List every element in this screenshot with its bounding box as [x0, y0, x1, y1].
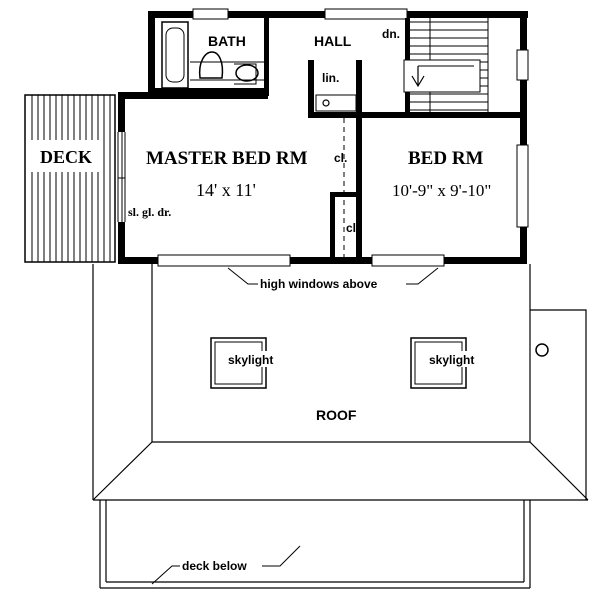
vent-circle-icon: [535, 343, 549, 357]
bedroom-top-wall: [362, 112, 522, 118]
master-bedroom-label: MASTER BED RM: [146, 148, 308, 169]
deck-below-outline: [99, 500, 531, 589]
stair-down-label: dn.: [382, 27, 400, 41]
stairs: [403, 18, 489, 114]
master-closet: [330, 118, 362, 258]
bath-label: BATH: [208, 33, 246, 49]
top-windows: [192, 8, 408, 20]
deck-area: [24, 94, 116, 263]
linen-closet: [308, 60, 362, 258]
bed-closet-label: cl.: [346, 221, 359, 235]
bedroom-label: BED RM: [408, 148, 484, 169]
high-windows-leaders: [227, 267, 439, 285]
sliding-glass-door: [117, 132, 126, 222]
deck-below-note: deck below: [182, 559, 247, 573]
bedroom-size: 10'-9" x 9'-10": [392, 181, 491, 200]
master-bedroom-size: 14' x 11': [196, 180, 256, 200]
hall-label: HALL: [314, 33, 352, 49]
skylight-right-label: skylight: [429, 353, 474, 367]
roof-outline: [92, 264, 589, 501]
right-windows: [516, 49, 529, 228]
roof-label: ROOF: [316, 407, 357, 423]
deck-below-leaders: [151, 545, 301, 585]
linen-label: lin.: [322, 71, 339, 85]
skylight-left-label: skylight: [228, 353, 273, 367]
sliding-door-label: sl. gl. dr.: [128, 205, 171, 219]
high-windows: [157, 254, 445, 267]
deck-label: DECK: [40, 147, 92, 167]
bath-room: [155, 18, 269, 96]
high-windows-note: high windows above: [260, 277, 378, 291]
master-closet-label: cl.: [334, 151, 347, 165]
